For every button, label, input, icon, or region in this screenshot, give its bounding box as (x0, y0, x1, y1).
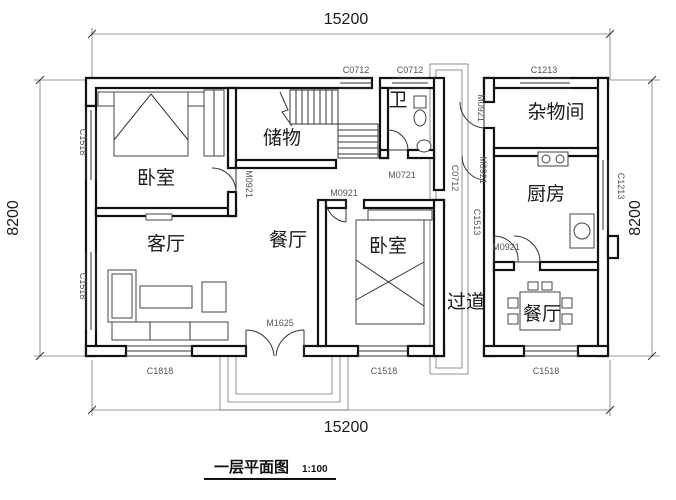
room-kitchen: 厨房 (527, 183, 565, 205)
tag-c1213-right: C1213 (616, 173, 626, 200)
room-dining-2: 餐厅 (523, 303, 561, 325)
furniture (97, 89, 595, 341)
room-storage: 储物 (263, 127, 301, 149)
tag-m0921-bed: M0921 (244, 170, 254, 198)
top-dimension: 15200 (324, 11, 369, 28)
room-corridor: 过道 (447, 291, 485, 313)
tag-m0921-dining: M0921 (492, 242, 520, 252)
windows (85, 77, 609, 357)
tag-c1513: C1513 (472, 209, 482, 236)
tag-c1818: C1818 (147, 366, 174, 376)
dimension-lines (34, 28, 660, 416)
room-dining-1: 餐厅 (269, 229, 307, 251)
room-living: 客厅 (147, 233, 185, 255)
tag-m0721: M0721 (388, 170, 416, 180)
tag-c0712-a: C0712 (343, 65, 370, 75)
bottom-dimension: 15200 (324, 419, 369, 436)
tag-c1213-top: C1213 (531, 65, 558, 75)
right-dimension: 8200 (627, 200, 644, 236)
tag-m0921-kitchen: M0921 (478, 156, 488, 184)
porch-outline (219, 63, 469, 411)
plan-title: 一层平面图 (214, 458, 289, 476)
tag-c1518-left-bottom: C1518 (78, 273, 88, 300)
room-bedroom-1: 卧室 (137, 167, 175, 189)
tag-c0712-side: C0712 (450, 165, 460, 192)
stairs (279, 89, 379, 159)
room-bedroom-2: 卧室 (369, 235, 407, 257)
tag-m0921-util: M0921 (476, 94, 486, 122)
tag-c1518-bottom-mid: C1518 (371, 366, 398, 376)
room-bathroom: 卫 (388, 89, 407, 111)
tag-c1518-left-top: C1518 (78, 129, 88, 156)
plan-scale: 1:100 (302, 464, 328, 475)
tag-c0712-b: C0712 (397, 65, 424, 75)
left-dimension: 8200 (5, 200, 22, 236)
doors (211, 101, 541, 357)
tag-c1518-bottom-right: C1518 (533, 366, 560, 376)
tag-m1625: M1625 (266, 318, 294, 328)
tag-m0921-bed2: M0921 (330, 188, 358, 198)
room-utility: 杂物间 (527, 101, 584, 123)
